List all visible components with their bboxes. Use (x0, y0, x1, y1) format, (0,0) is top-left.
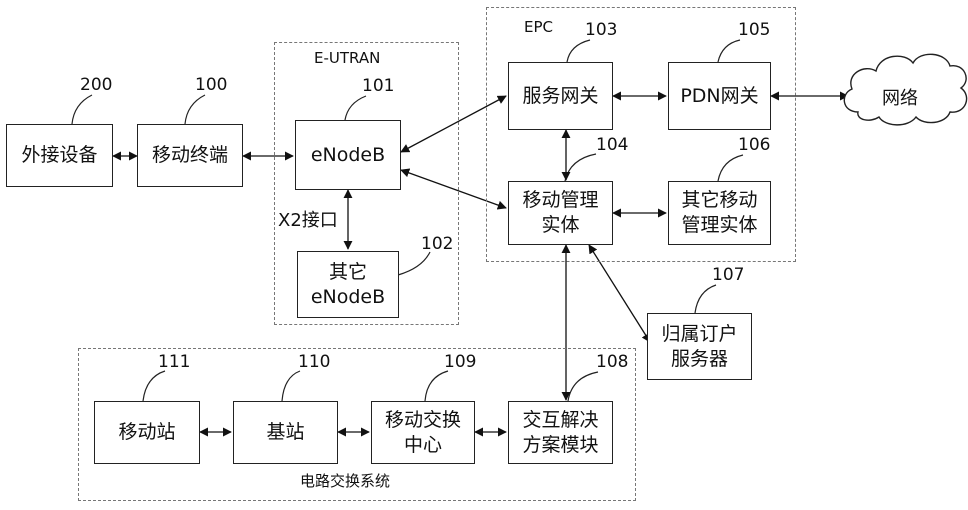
ref-102: 102 (421, 234, 453, 254)
external-device-box: 外接设备 (6, 124, 113, 187)
epc-group-label: EPC (524, 18, 553, 36)
enodeb-box: eNodeB (295, 120, 401, 190)
ref-104: 104 (596, 135, 628, 155)
base-station-box: 基站 (233, 401, 338, 464)
ref-110: 110 (298, 352, 330, 372)
hss-label-line1: 归属订户 (661, 322, 737, 347)
ref-100: 100 (195, 75, 227, 95)
other-enodeb-label-line2: eNodeB (311, 285, 385, 310)
hss-box: 归属订户 服务器 (647, 313, 752, 380)
leader-200 (72, 95, 92, 124)
other-mme-label-line1: 其它移动 (681, 188, 757, 213)
leader-100 (185, 95, 205, 124)
ref-200: 200 (80, 75, 112, 95)
mobile-terminal-box: 移动终端 (137, 124, 243, 187)
interworking-solution-box: 交互解决 方案模块 (508, 401, 613, 464)
enodeb-label: eNodeB (311, 143, 385, 168)
mme-box: 移动管理 实体 (508, 181, 613, 245)
ref-109: 109 (444, 352, 476, 372)
pdn-gateway-box: PDN网关 (668, 62, 771, 130)
base-station-label: 基站 (266, 420, 304, 445)
other-enodeb-box: 其它 eNodeB (297, 251, 399, 318)
leader-107 (695, 285, 716, 313)
other-mme-label-line2: 管理实体 (681, 213, 757, 238)
msc-label-line1: 移动交换 (385, 408, 461, 433)
other-mme-box: 其它移动 管理实体 (668, 181, 771, 245)
circuit-switched-group-label: 电路交换系统 (300, 470, 390, 491)
ref-101: 101 (362, 76, 394, 96)
hss-label-line2: 服务器 (671, 347, 728, 372)
mme-label-line1: 移动管理 (522, 188, 598, 213)
interworking-solution-label-line1: 交互解决 (522, 408, 598, 433)
pdn-gateway-label: PDN网关 (680, 84, 758, 109)
ref-103: 103 (585, 20, 617, 40)
external-device-label: 外接设备 (21, 143, 97, 168)
ref-107: 107 (712, 265, 744, 285)
ref-108: 108 (596, 352, 628, 372)
ref-111: 111 (158, 352, 190, 372)
eutran-group-label: E-UTRAN (314, 49, 380, 67)
msc-box: 移动交换 中心 (371, 401, 475, 464)
network-label: 网络 (882, 84, 918, 110)
mobile-station-box: 移动站 (94, 401, 200, 464)
mobile-terminal-label: 移动终端 (152, 143, 228, 168)
ref-106: 106 (738, 135, 770, 155)
msc-label-line2: 中心 (404, 433, 442, 458)
x2-interface-label: X2接口 (278, 206, 338, 232)
serving-gateway-box: 服务网关 (508, 62, 613, 130)
ref-105: 105 (738, 20, 770, 40)
mme-label-line2: 实体 (541, 213, 579, 238)
serving-gateway-label: 服务网关 (522, 84, 598, 109)
mobile-station-label: 移动站 (118, 420, 175, 445)
interworking-solution-label-line2: 方案模块 (522, 433, 598, 458)
other-enodeb-label-line1: 其它 (329, 260, 367, 285)
